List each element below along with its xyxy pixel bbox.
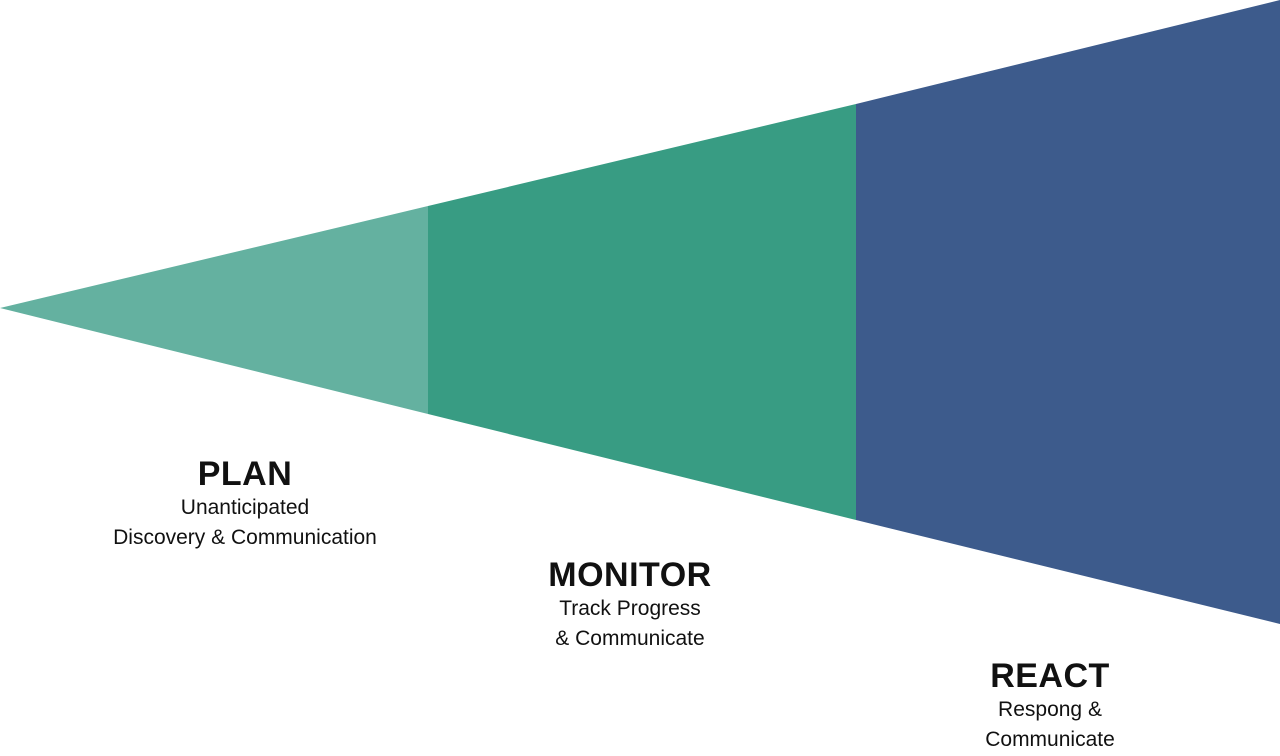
react-label: REACT Respong & Communicate [920,657,1180,755]
react-segment [856,0,1280,624]
react-title: REACT [990,657,1110,695]
plan-title: PLAN [197,455,293,493]
react-description-line-2: Communicate [985,728,1115,751]
monitor-segment [428,104,856,520]
plan-description-line-1: Unanticipated [180,496,310,519]
plan-description-line-2: Discovery & Communication [113,526,377,549]
react-description-line-1: Respong & [998,698,1102,721]
plan-label: PLAN Unanticipated Discovery & Communica… [70,455,420,553]
monitor-description-line-1: Track Progress [559,597,701,620]
monitor-title: MONITOR [548,556,712,594]
plan-segment [0,206,428,414]
monitor-label: MONITOR Track Progress & Communicate [480,556,780,654]
monitor-description-line-2: & Communicate [555,627,705,650]
